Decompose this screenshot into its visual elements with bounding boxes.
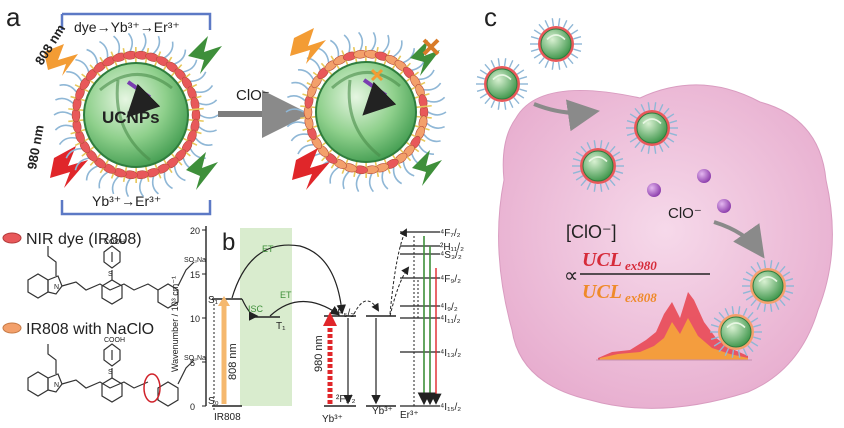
legend-ox-label: IR808 with NaClO <box>26 321 154 338</box>
isc-label: ISC <box>248 304 264 314</box>
excitation-980-label: 980 nm <box>313 335 325 372</box>
quenched-cross <box>422 38 440 56</box>
panel-b-letter: b <box>222 229 235 256</box>
nanoparticle <box>742 260 794 312</box>
et-curve-mid <box>269 300 340 317</box>
nanoparticle <box>710 306 762 358</box>
panel-a: a dye→Yb³⁺→Er³⁺ Yb³⁺→Er³⁺ 808 nm 980 nm … <box>2 2 447 407</box>
hypochlorite-ion-3 <box>717 199 731 213</box>
er-level-label: ⁴I₁₅/₂ <box>440 402 461 413</box>
struct-cooh-1: COOH <box>104 239 125 246</box>
ucnp-particle-before: UCNPs <box>53 32 219 198</box>
legend-dye-label: NIR dye (IR808) <box>26 231 142 248</box>
col-yb2: Yb³⁺ <box>372 406 393 417</box>
label-t1: T₁ <box>276 321 286 332</box>
hypochlorite-ion-1 <box>647 183 661 197</box>
struct-so3na-2: SO₃Na <box>184 355 206 362</box>
uptake-arrow <box>533 99 600 132</box>
et-mid-label: ET <box>280 290 292 300</box>
y-axis-label: Wavenumber / 10³ cm⁻¹ <box>170 276 180 372</box>
er-level-label: ⁴I₉/₂ <box>440 302 458 313</box>
yb-lower-label: ²F₇/₂ <box>336 394 356 405</box>
nanoparticles-group <box>476 18 794 358</box>
laser-980-label: 980 nm <box>24 124 47 171</box>
y-tick-label: 15 <box>190 270 200 280</box>
struct-so3na-1: SO₃Na <box>184 257 206 264</box>
y-tick-label: 0 <box>190 402 195 412</box>
emission-bolt-bottom <box>186 152 218 190</box>
er-level-label: ⁴S₃/₂ <box>440 250 462 261</box>
struct-n-1: N <box>54 284 59 291</box>
reaction-arrow-c <box>713 220 765 259</box>
ucnp-label: UCNPs <box>102 108 160 127</box>
er-level-label: ⁴F₇/₂ <box>440 228 461 239</box>
cleavage-site-circle <box>143 373 161 403</box>
emission-bolt-top <box>188 36 222 74</box>
legend-ox-swatch <box>2 322 22 334</box>
struct-cooh-2: COOH <box>104 337 125 344</box>
er-level-label: ⁴I₁₃/₂ <box>440 348 461 359</box>
struct-n-2: N <box>54 382 59 389</box>
panel-c-letter: c <box>484 2 497 32</box>
conc-label: [ClO⁻] <box>566 222 617 242</box>
emission-bolt-after-top <box>410 40 440 76</box>
et-curve-top <box>231 244 347 315</box>
panel-a-letter: a <box>6 2 21 32</box>
col-yb1: Yb³⁺ <box>322 414 343 425</box>
laser-808-bolt-after <box>290 28 326 64</box>
isc-curve <box>241 298 259 321</box>
bottom-bracket <box>60 200 212 216</box>
nanoparticle <box>530 18 582 70</box>
legend-dye-swatch <box>2 232 22 244</box>
col-er: Er³⁺ <box>400 410 419 421</box>
laser-808-bolt <box>44 44 78 76</box>
struct-s-1: S <box>108 271 113 278</box>
hypochlorite-ion-2 <box>697 169 711 183</box>
label-s0: S₀ <box>208 396 219 407</box>
nanoparticle <box>572 140 624 192</box>
et-top-label: ET <box>262 244 274 254</box>
y-axis-ticks: 0 5 10 15 20 <box>190 226 206 412</box>
y-tick-label: 10 <box>190 314 200 324</box>
er-level-label: ²H₁₁/₂ <box>440 242 464 253</box>
energy-path-dye: dye→Yb³⁺→Er³⁺ <box>74 19 180 35</box>
y-tick-label: 5 <box>190 358 195 368</box>
y-tick-label: 20 <box>190 226 200 236</box>
struct-s-2: S <box>108 369 113 376</box>
structure-ir808-oxidized <box>27 343 195 407</box>
top-bracket <box>62 12 212 30</box>
energy-path-yb: Yb³⁺→Er³⁺ <box>92 193 161 209</box>
structure-ir808 <box>27 245 195 309</box>
spectrum-ex808 <box>600 318 748 360</box>
label-s1: S₁ <box>208 295 219 306</box>
nanoparticle <box>626 102 678 154</box>
nanoparticle <box>476 58 528 110</box>
er-level-label: ⁴I₁₁/₂ <box>440 314 461 325</box>
excitation-808-label: 808 nm <box>227 343 239 380</box>
col-ir808: IR808 <box>214 412 241 423</box>
laser-980-bolt <box>50 146 88 188</box>
laser-980-bolt-after <box>292 148 330 190</box>
reagent-label: ClO⁻ <box>236 87 270 104</box>
yb-upper-label: ²F₅/₂ <box>334 308 354 319</box>
panel-b: b 0 5 10 15 20 Wavenumber / 10³ cm⁻¹ S₁ S₀ T… <box>170 226 464 425</box>
er-level-label: ⁴F₉/₂ <box>440 274 461 285</box>
proportional-symbol: ∝ <box>564 265 578 287</box>
ion-label: ClO⁻ <box>668 205 702 222</box>
emission-bolt-after-bottom <box>412 150 442 186</box>
